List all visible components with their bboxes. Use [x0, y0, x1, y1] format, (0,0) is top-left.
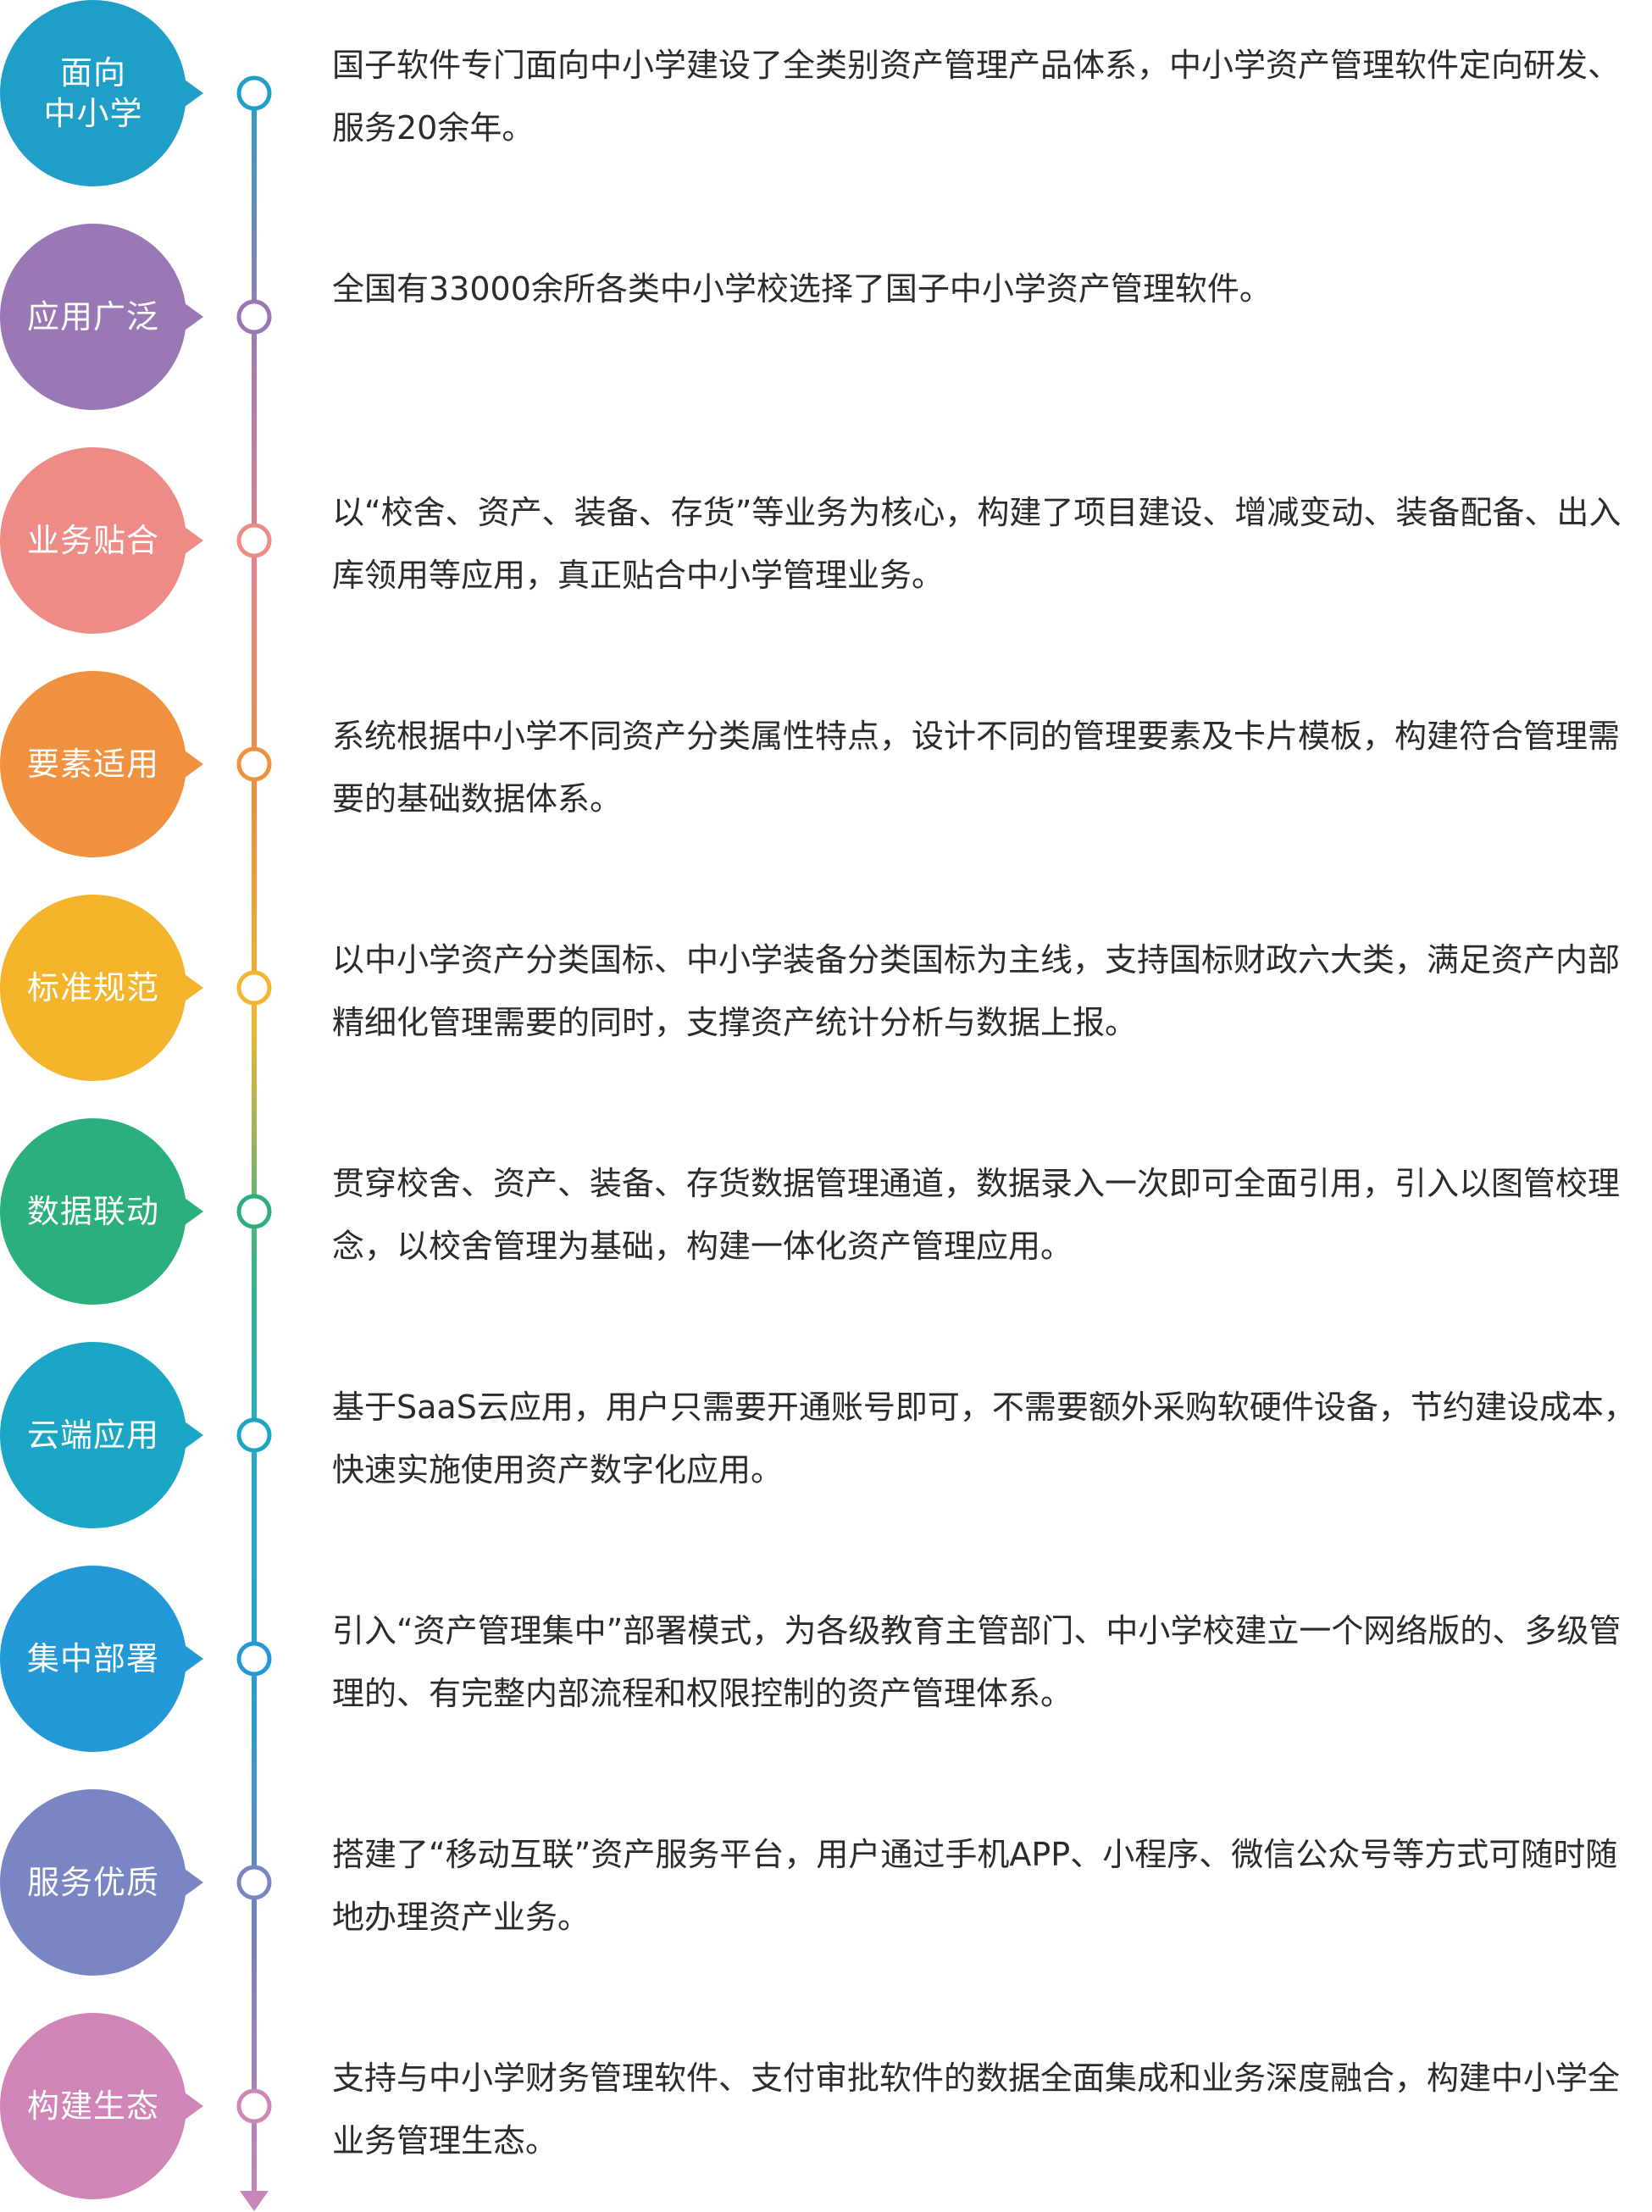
timeline-item: 面向中小学 国子软件专门面向中小学建设了全类别资产管理产品体系，中小学资产管理软件… [0, 0, 1652, 186]
feature-bubble: 服务优质 [0, 1789, 203, 1976]
timeline-node-icon [236, 75, 272, 111]
feature-bubble: 集中部署 [0, 1566, 203, 1752]
feature-description: 系统根据中小学不同资产分类属性特点，设计不同的管理要素及卡片模板，构建符合管理需… [332, 718, 1621, 818]
feature-description: 国子软件专门面向中小学建设了全类别资产管理产品体系，中小学资产管理软件定向研发、… [332, 47, 1621, 147]
timeline-item: 构建生态 支持与中小学财务管理软件、支付审批软件的数据全面集成和业务深度融合，构建… [0, 2013, 1652, 2199]
timeline-item: 集中部署 引入“资产管理集中”部署模式，为各级教育主管部门、中小学校建立一个网络版… [0, 1566, 1652, 1752]
timeline-node-icon [236, 970, 272, 1006]
timeline-node-icon [236, 1194, 272, 1229]
feature-bubble: 面向中小学 [0, 0, 203, 186]
timeline-item: 服务优质 搭建了“移动互联”资产服务平台，用户通过手机APP、小程序、微信公众号等… [0, 1789, 1652, 1976]
timeline-node-icon [236, 746, 272, 782]
feature-bubble: 要素适用 [0, 671, 203, 857]
feature-bubble: 业务贴合 [0, 447, 203, 634]
timeline-node-icon [236, 523, 272, 558]
timeline-item: 数据联动 贯穿校舍、资产、装备、存货数据管理通道，数据录入一次即可全面引用，引入以… [0, 1118, 1652, 1305]
feature-bubble: 应用广泛 [0, 224, 203, 410]
timeline-node-icon [236, 299, 272, 335]
timeline-node-icon [236, 2088, 272, 2124]
feature-description: 贯穿校舍、资产、装备、存货数据管理通道，数据录入一次即可全面引用，引入以图管校理… [332, 1165, 1621, 1265]
timeline-node-icon [236, 1417, 272, 1453]
feature-description: 基于SaaS云应用，用户只需要开通账号即可，不需要额外采购软硬件设备，节约建设成… [332, 1389, 1636, 1489]
feature-description: 以中小学资产分类国标、中小学装备分类国标为主线，支持国标财政六大类，满足资产内部… [332, 941, 1621, 1041]
timeline-item: 应用广泛 全国有33000余所各类中小学校选择了国子中小学资产管理软件。 [0, 224, 1652, 410]
feature-description: 搭建了“移动互联”资产服务平台，用户通过手机APP、小程序、微信公众号等方式可随… [332, 1836, 1618, 1936]
timeline-node-icon [236, 1641, 272, 1677]
feature-description: 全国有33000余所各类中小学校选择了国子中小学资产管理软件。 [332, 270, 1272, 308]
feature-description: 以“校舍、资产、装备、存货”等业务为核心，构建了项目建设、增减变动、装备配备、出… [332, 494, 1622, 594]
feature-bubble: 云端应用 [0, 1342, 203, 1528]
feature-bubble: 标准规范 [0, 895, 203, 1081]
feature-description: 引入“资产管理集中”部署模式，为各级教育主管部门、中小学校建立一个网络版的、多级… [332, 1612, 1622, 1712]
timeline-node-icon [236, 1865, 272, 1900]
timeline-item: 标准规范 以中小学资产分类国标、中小学装备分类国标为主线，支持国标财政六大类，满足… [0, 895, 1652, 1081]
feature-bubble: 数据联动 [0, 1118, 203, 1305]
timeline-item: 业务贴合 以“校舍、资产、装备、存货”等业务为核心，构建了项目建设、增减变动、装备… [0, 447, 1652, 634]
timeline-item: 云端应用 基于SaaS云应用，用户只需要开通账号即可，不需要额外采购软硬件设备，节… [0, 1342, 1652, 1528]
timeline-line-bar [252, 93, 257, 2191]
arrow-down-icon [240, 2191, 269, 2211]
feature-bubble: 构建生态 [0, 2013, 203, 2199]
timeline-item: 要素适用 系统根据中小学不同资产分类属性特点，设计不同的管理要素及卡片模板，构建符… [0, 671, 1652, 857]
feature-description: 支持与中小学财务管理软件、支付审批软件的数据全面集成和业务深度融合，构建中小学全… [332, 2060, 1621, 2159]
